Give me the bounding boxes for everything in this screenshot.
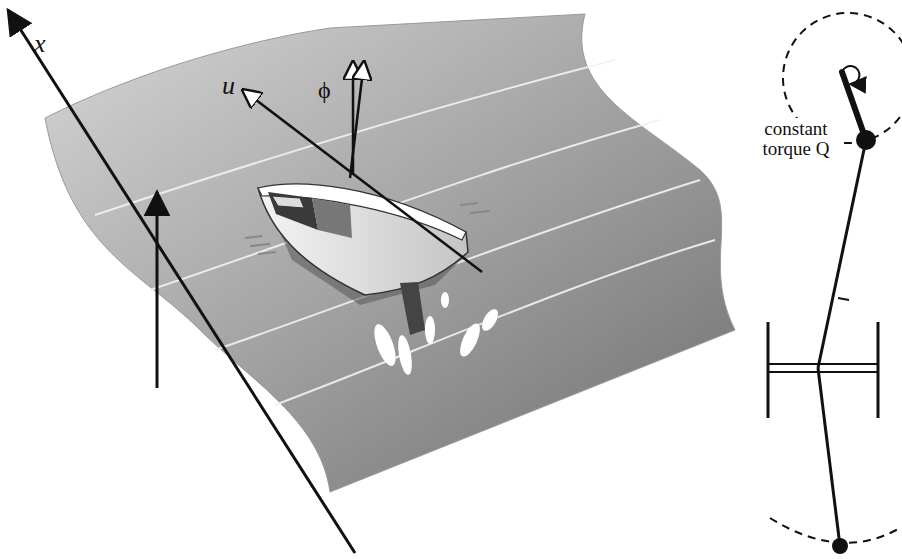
velocity-label: u [222, 72, 235, 99]
pendulum-arc [770, 518, 900, 543]
boat [258, 184, 468, 335]
connecting-rod [818, 140, 866, 368]
slider-guide [768, 322, 878, 418]
wave-crest-lines [95, 60, 715, 405]
rod-tick [838, 298, 849, 300]
pendulum-rod [818, 368, 840, 546]
vertical-arrow [156, 192, 159, 388]
axis-label: x [34, 30, 46, 57]
crank-arm [842, 72, 866, 140]
x-axis-arrow [8, 10, 355, 553]
wake [370, 292, 501, 376]
sea-surface [45, 14, 735, 492]
heel-arrow [350, 62, 364, 178]
u-arrow [243, 90, 482, 272]
crank-pin [856, 130, 876, 150]
angle-label: ϕ [318, 78, 331, 103]
pendulum-mass [832, 538, 848, 554]
torque-label: constant torque Q [752, 118, 840, 160]
